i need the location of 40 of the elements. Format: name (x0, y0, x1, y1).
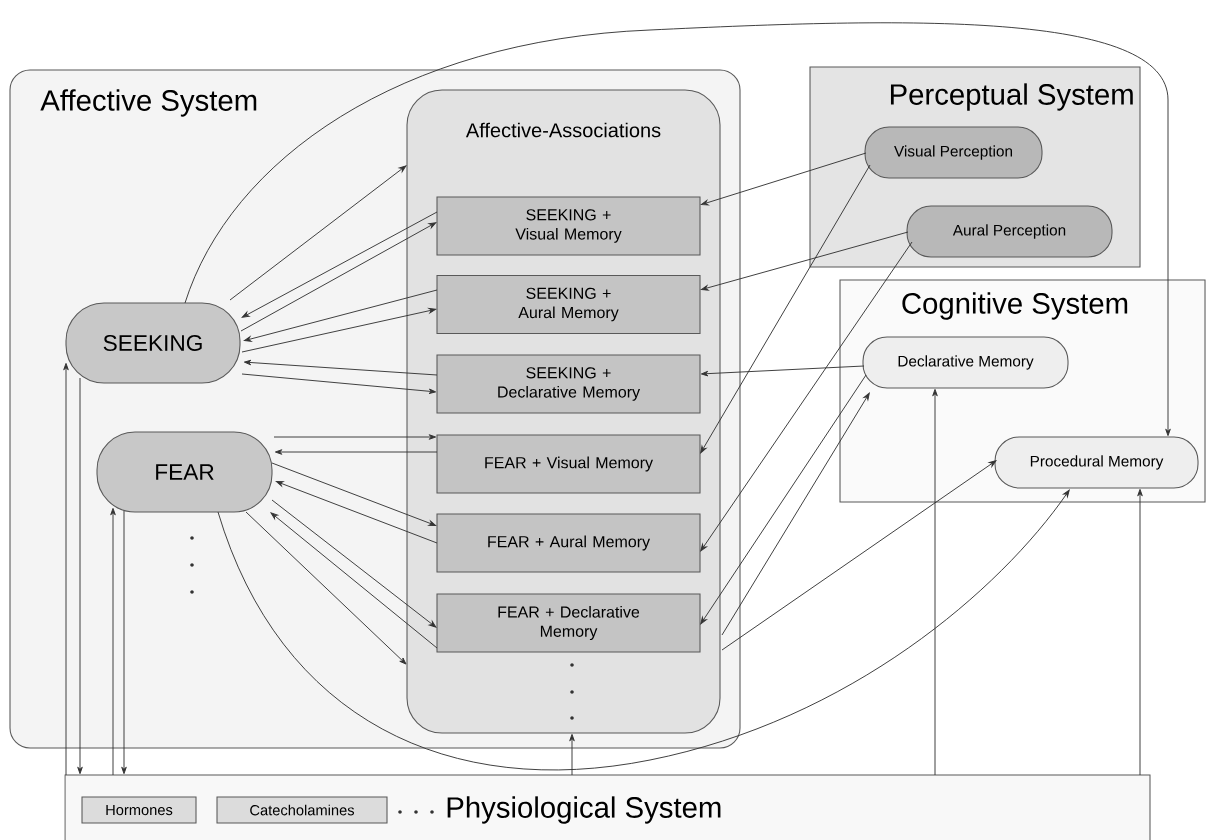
memory-box: FEAR + Declarative Memory (436, 593, 701, 653)
arrow (700, 152, 867, 206)
arrow (243, 289, 438, 342)
arrow (274, 449, 438, 455)
memory-box: SEEKING + Declarative Memory (436, 354, 701, 414)
arrow (271, 462, 437, 526)
arrow (275, 481, 438, 544)
arrow (700, 365, 865, 377)
substance-box: Catecholamines (216, 796, 388, 824)
arrow (241, 307, 437, 353)
arrow (700, 231, 909, 291)
arrow (700, 374, 867, 625)
arrow (217, 489, 1070, 771)
arrow (721, 392, 870, 636)
arrow (77, 377, 83, 775)
arrow (932, 388, 938, 776)
arrow (121, 510, 127, 775)
arrow (245, 511, 407, 665)
arrow (243, 359, 438, 376)
arrow (241, 211, 438, 318)
memory-box: SEEKING + Visual Memory (436, 196, 701, 256)
substance-box: Hormones (81, 796, 197, 824)
arrow (270, 512, 438, 649)
arrow (240, 222, 437, 332)
arrow (241, 373, 437, 395)
arrow (721, 460, 997, 651)
memory-oval: Procedural Memory (994, 436, 1199, 489)
memory-box: SEEKING + Aural Memory (436, 274, 701, 335)
arrow (110, 507, 116, 776)
arrow (271, 499, 437, 628)
arrow (569, 733, 575, 776)
memory-box: FEAR + Visual Memory (436, 434, 701, 494)
arrow (273, 434, 437, 440)
arrow (1137, 488, 1143, 776)
arrow (229, 165, 407, 301)
memory-box: FEAR + Aural Memory (436, 513, 701, 573)
arrow (700, 164, 871, 454)
arrow (63, 362, 69, 776)
arrow (184, 22, 1171, 437)
arrow (700, 241, 913, 552)
